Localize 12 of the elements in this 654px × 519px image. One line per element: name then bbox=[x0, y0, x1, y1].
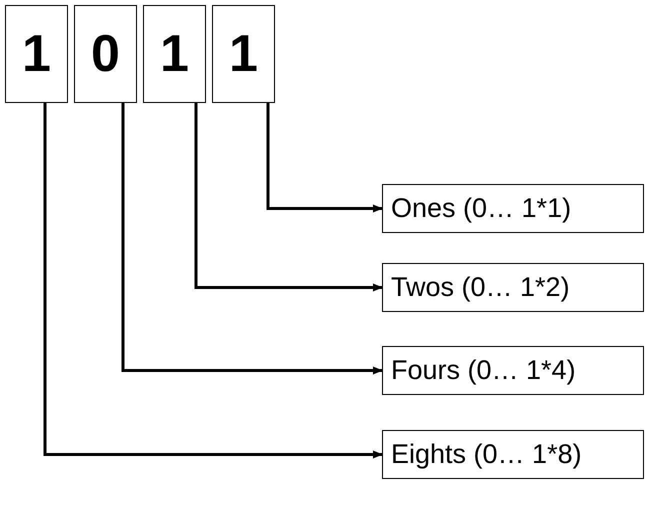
label-box: Twos (0… 1*2) bbox=[382, 263, 644, 312]
arrow bbox=[122, 103, 383, 374]
label-box: Fours (0… 1*4) bbox=[382, 346, 644, 395]
digit-box: 1 bbox=[5, 5, 68, 103]
digit-box: 0 bbox=[74, 5, 137, 103]
arrow bbox=[266, 103, 383, 212]
digit-box: 1 bbox=[143, 5, 206, 103]
arrow bbox=[194, 103, 383, 292]
label-box: Ones (0… 1*1) bbox=[382, 184, 644, 233]
arrow bbox=[44, 103, 383, 458]
label-box: Eights (0… 1*8) bbox=[382, 430, 644, 479]
digit-box: 1 bbox=[212, 5, 275, 103]
